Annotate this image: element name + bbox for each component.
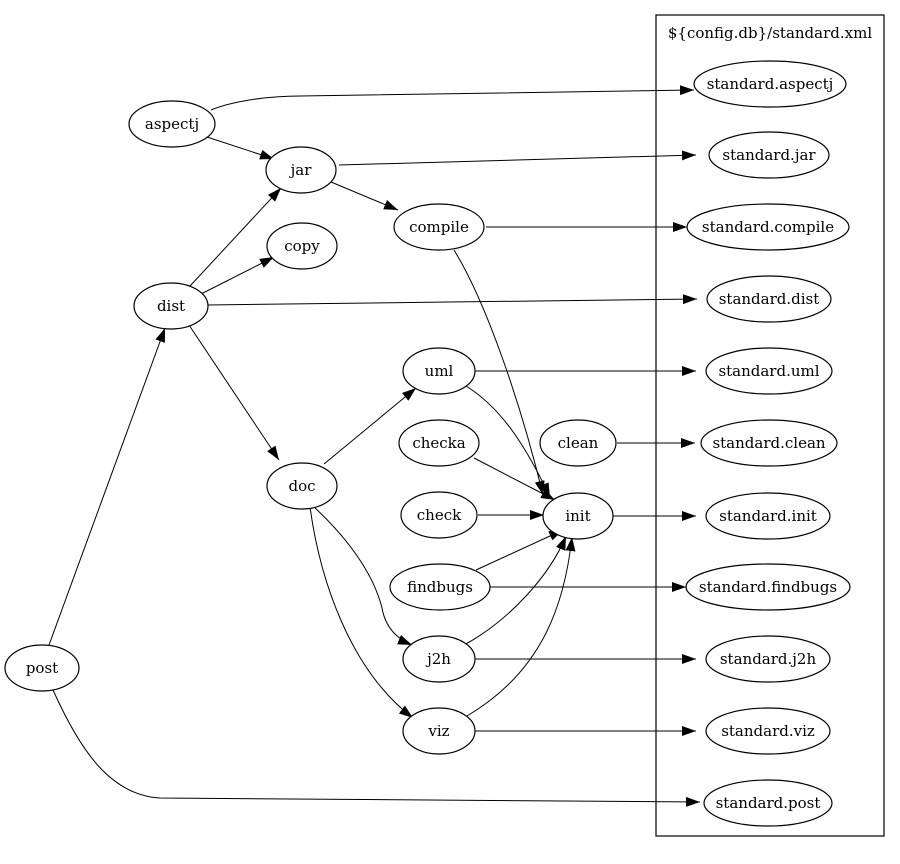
node-label: standard.clean — [712, 434, 825, 452]
standard-xml-cluster: ${config.db}/standard.xml — [655, 14, 885, 837]
node-post[interactable]: post — [4, 644, 80, 692]
node-standard-dist[interactable]: standard.dist — [706, 275, 832, 323]
node-clean[interactable]: clean — [539, 419, 617, 467]
edge-findbugs-to-init — [475, 529, 564, 571]
node-standard-findbugs[interactable]: standard.findbugs — [685, 563, 851, 611]
node-label: findbugs — [407, 578, 473, 596]
node-label: clean — [558, 434, 599, 452]
edges-group — [48, 85, 701, 807]
edge-dist-to-standard-dist — [207, 294, 698, 306]
node-label: standard.j2h — [720, 650, 817, 668]
node-compile[interactable]: compile — [393, 203, 485, 251]
edge-doc-to-j2h — [312, 505, 413, 646]
node-label: compile — [409, 218, 469, 236]
node-label: post — [26, 659, 58, 677]
node-label: viz — [427, 722, 449, 740]
node-label: standard.dist — [719, 290, 820, 308]
node-label: standard.compile — [702, 218, 834, 236]
edge-j2h-to-init — [463, 535, 567, 646]
cluster-border — [655, 14, 885, 837]
node-label: standard.uml — [718, 362, 819, 380]
edge-jar-to-compile — [330, 181, 399, 211]
node-checka[interactable]: checka — [398, 419, 480, 467]
node-label: standard.post — [716, 794, 821, 812]
node-label: aspectj — [145, 115, 199, 133]
cluster-label: ${config.db}/standard.xml — [668, 24, 872, 42]
node-label: copy — [284, 237, 320, 255]
node-label: standard.init — [719, 507, 817, 525]
node-label: standard.viz — [721, 722, 815, 740]
edge-doc-to-uml — [323, 387, 417, 465]
node-standard-jar[interactable]: standard.jar — [708, 131, 830, 179]
node-doc[interactable]: doc — [266, 462, 338, 510]
node-label: standard.findbugs — [699, 578, 837, 596]
node-label: standard.jar — [722, 146, 816, 164]
edge-checka-to-init — [473, 457, 556, 501]
node-standard-j2h[interactable]: standard.j2h — [705, 635, 831, 683]
edge-post-to-dist — [48, 327, 166, 646]
edge-aspectj-to-jar — [206, 136, 275, 160]
edge-post-to-standard-post — [52, 689, 701, 807]
edge-dist-to-doc — [188, 324, 280, 461]
node-standard-init[interactable]: standard.init — [705, 492, 831, 540]
node-standard-aspectj[interactable]: standard.aspectj — [693, 60, 847, 108]
edge-dist-to-copy — [200, 256, 275, 295]
node-copy[interactable]: copy — [266, 222, 338, 270]
node-label: dist — [157, 297, 185, 315]
node-findbugs[interactable]: findbugs — [389, 563, 491, 611]
node-standard-clean[interactable]: standard.clean — [700, 419, 838, 467]
node-label: jar — [289, 161, 313, 179]
node-label: init — [565, 507, 590, 525]
node-label: uml — [425, 362, 454, 380]
node-dist[interactable]: dist — [133, 282, 209, 330]
node-label: j2h — [425, 650, 451, 668]
edge-aspectj-to-standard-aspectj — [210, 85, 695, 111]
node-standard-post[interactable]: standard.post — [703, 779, 833, 827]
node-j2h[interactable]: j2h — [402, 635, 476, 683]
node-standard-uml[interactable]: standard.uml — [705, 347, 833, 395]
node-check[interactable]: check — [400, 491, 478, 539]
node-aspectj[interactable]: aspectj — [128, 100, 216, 148]
node-uml[interactable]: uml — [402, 347, 476, 395]
edge-uml-to-init — [465, 385, 551, 498]
node-viz[interactable]: viz — [402, 707, 476, 755]
edge-compile-to-init — [453, 249, 545, 496]
edge-doc-to-viz — [309, 506, 414, 719]
node-init[interactable]: init — [542, 492, 614, 540]
node-label: standard.aspectj — [707, 75, 834, 93]
node-standard-compile[interactable]: standard.compile — [686, 203, 850, 251]
node-jar[interactable]: jar — [265, 146, 337, 194]
edge-viz-to-init — [466, 536, 576, 717]
nodes-group: aspectj jar copy dist compile uml checka — [4, 60, 851, 827]
node-label: check — [417, 506, 462, 524]
node-label: checka — [412, 434, 465, 452]
edge-dist-to-jar — [189, 187, 282, 287]
edge-jar-to-standard-jar — [338, 150, 697, 166]
node-standard-viz[interactable]: standard.viz — [705, 707, 831, 755]
node-label: doc — [288, 477, 315, 495]
